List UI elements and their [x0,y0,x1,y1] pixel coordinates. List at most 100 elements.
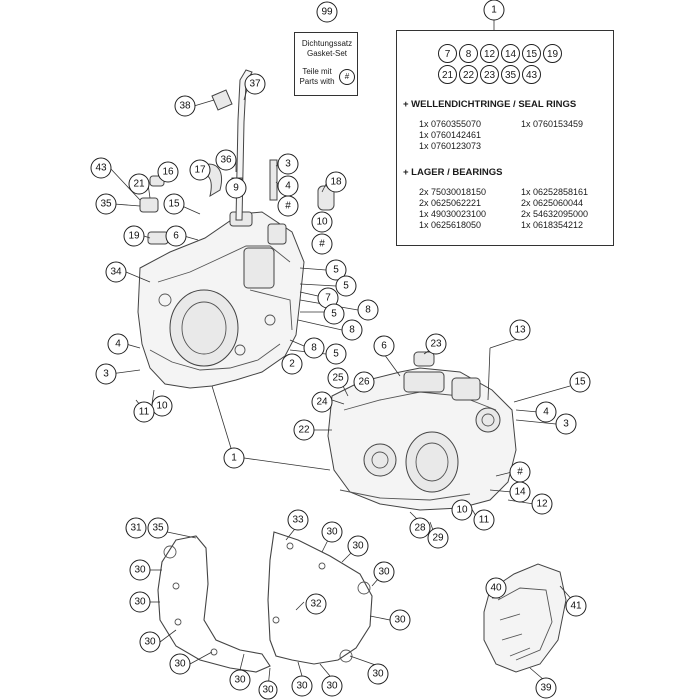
chip: 23 [480,65,499,84]
svg-text:30: 30 [134,597,146,608]
svg-text:10: 10 [316,217,328,228]
callout-30: 30 [229,669,251,691]
chip: 35 [501,65,520,84]
svg-text:40: 40 [490,583,502,594]
svg-text:30: 30 [378,567,390,578]
gasket-set-panel: Dichtungssatz Gasket-Set Teile mit Parts… [294,32,358,96]
svg-text:3: 3 [103,369,109,380]
seal-rings-list-right: 1x 0760153459 [521,119,583,130]
gasket-set-label-en: Gasket-Set [306,49,347,58]
callout-3: 3 [277,153,299,175]
svg-text:30: 30 [352,541,364,552]
callout-8: 8 [303,337,325,359]
svg-text:39: 39 [540,683,552,694]
right-cover-gasket [267,531,373,665]
chip: 12 [480,44,499,63]
callout-33: 33 [287,509,309,531]
callout-30: 30 [258,680,278,700]
callout-6: 6 [373,335,395,357]
svg-text:32: 32 [310,599,322,610]
bearings-list-right: 1x 06252858161 2x 0625060044 2x 54632095… [521,187,588,231]
svg-text:30: 30 [296,681,308,692]
svg-text:11: 11 [139,407,150,418]
callout-13: 13 [509,319,531,341]
callout-17: 17 [189,159,211,181]
callout-99: 99 [316,1,338,23]
callout-19: 19 [123,225,145,247]
callout-9: 9 [225,177,247,199]
svg-text:99: 99 [321,7,333,18]
callout-30: 30 [389,609,411,631]
svg-text:30: 30 [394,615,406,626]
svg-text:4: 4 [285,181,291,192]
right-crankcase-half [327,351,517,511]
svg-text:1: 1 [491,5,497,16]
svg-text:30: 30 [234,675,246,686]
callout-14: 14 [509,481,531,503]
svg-text:34: 34 [110,267,122,278]
left-crankcase-half [137,211,305,389]
bearing-item: 1x 49030023100 [419,209,487,219]
svg-text:33: 33 [292,515,304,526]
svg-text:28: 28 [414,523,426,534]
callout-10: 10 [151,395,173,417]
svg-text:9: 9 [233,183,239,194]
seal-ring-item: 1x 0760123073 [419,141,482,151]
svg-text:14: 14 [514,487,526,498]
svg-text:18: 18 [330,177,342,188]
svg-text:13: 13 [514,325,526,336]
svg-text:2: 2 [289,359,295,370]
callout-34: 34 [105,261,127,283]
gasket-hash-symbol: # [339,69,355,85]
svg-text:15: 15 [574,377,586,388]
callout-35: 35 [147,517,169,539]
callout-23: 23 [425,333,447,355]
svg-text:30: 30 [262,685,274,696]
svg-text:30: 30 [326,681,338,692]
svg-text:31: 31 [130,523,142,534]
chip: 14 [501,44,520,63]
callout-hash: # [509,461,531,483]
callout-5: 5 [325,259,347,281]
callout-3: 3 [555,413,577,435]
callout-35: 35 [95,193,117,215]
callout-40: 40 [485,577,507,599]
svg-text:#: # [517,467,523,478]
svg-text:21: 21 [133,179,145,190]
svg-text:7: 7 [325,293,331,304]
svg-text:30: 30 [144,637,156,648]
svg-text:43: 43 [95,163,107,174]
callout-38: 38 [174,95,196,117]
svg-text:23: 23 [430,339,442,350]
svg-text:5: 5 [331,309,337,320]
callout-hash: # [277,195,299,217]
callout-29: 29 [427,527,449,549]
callout-16: 16 [157,161,179,183]
svg-text:8: 8 [365,305,371,316]
svg-text:10: 10 [456,505,468,516]
callout-12: 12 [531,493,553,515]
callout-5: 5 [323,303,345,325]
callout-24: 24 [311,391,333,413]
callout-25: 25 [327,367,349,389]
callout-31: 31 [125,517,147,539]
bearing-item: 1x 0618354212 [521,220,584,230]
svg-text:29: 29 [432,533,444,544]
svg-text:3: 3 [563,419,569,430]
svg-text:30: 30 [134,565,146,576]
callout-8: 8 [341,319,363,341]
svg-text:38: 38 [179,101,191,112]
callout-30: 30 [129,591,151,613]
callout-30: 30 [321,675,343,697]
bearing-item: 1x 06252858161 [521,187,589,197]
callout-15: 15 [163,193,185,215]
svg-text:6: 6 [381,341,387,352]
svg-text:12: 12 [536,499,548,510]
svg-text:1: 1 [231,453,237,464]
callout-30: 30 [321,521,343,543]
callout-22: 22 [293,419,315,441]
callout-hash: # [311,233,333,255]
